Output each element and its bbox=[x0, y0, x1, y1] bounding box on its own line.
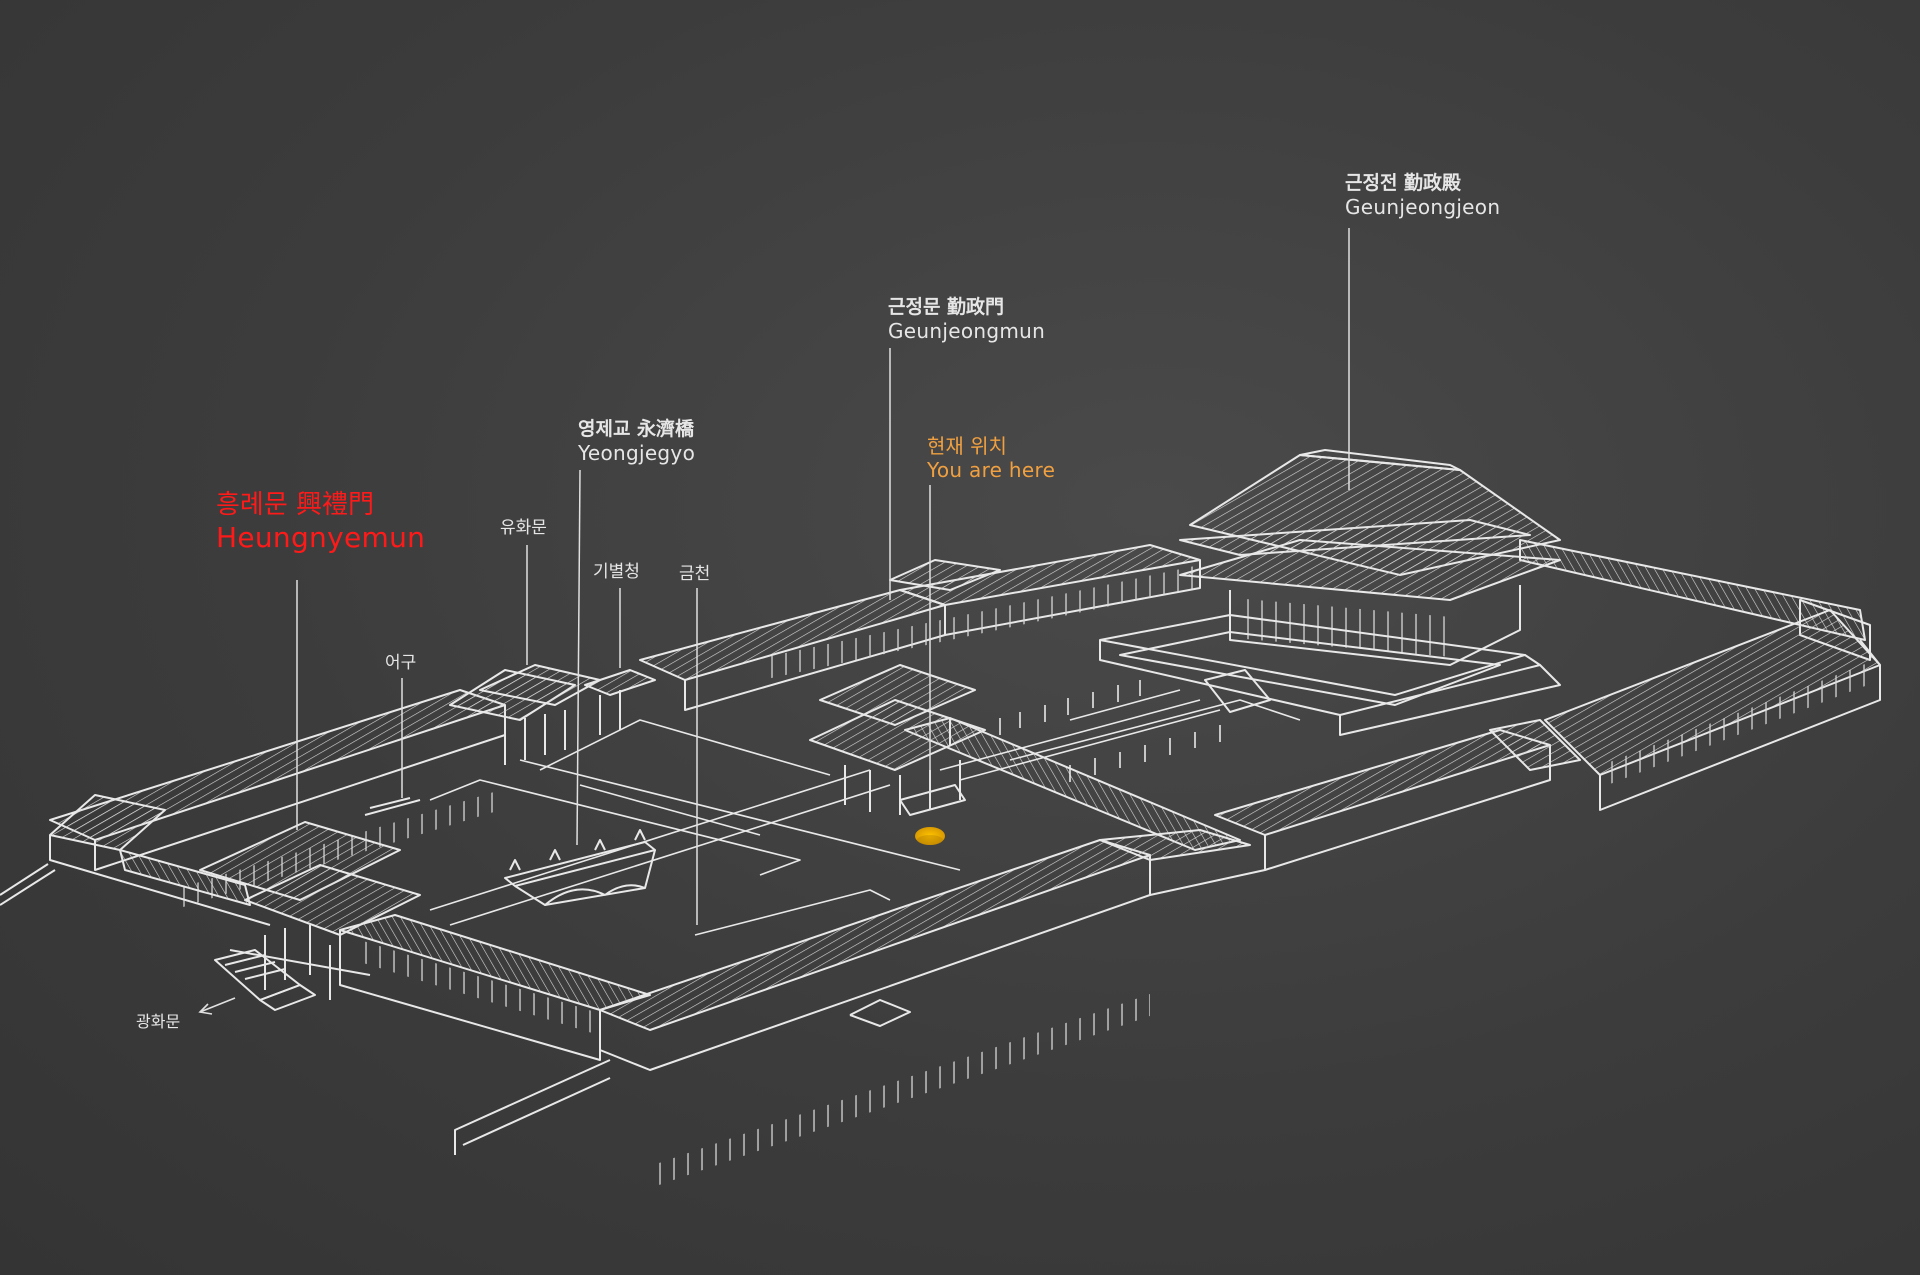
label-geumcheon: 금천 bbox=[679, 564, 710, 584]
corridor-west-wing bbox=[49, 794, 271, 926]
eogu-channel bbox=[364, 797, 421, 816]
leader-yeongjegyo bbox=[576, 469, 581, 846]
label-gwanghwamun-ko: 광화문 bbox=[136, 1012, 181, 1031]
current-location-marker bbox=[915, 827, 945, 845]
label-geunjeongmun-ko: 근정문 勤政門 bbox=[888, 296, 1005, 318]
corridor-east-front bbox=[599, 829, 1266, 1189]
geunjeongmun-building bbox=[809, 664, 986, 816]
rank-stones bbox=[999, 680, 1221, 782]
label-gwanghwamun: 광화문 bbox=[136, 1012, 180, 1031]
label-geumcheon-ko: 금천 bbox=[679, 564, 711, 584]
label-gibyeolcheong: 기별청 bbox=[593, 562, 640, 582]
label-current-location-ko: 현재 위치 bbox=[927, 434, 1007, 458]
label-eogu: 어구 bbox=[385, 653, 416, 673]
geunjeongjeon-building bbox=[1099, 449, 1561, 736]
label-heungnyemun-ko: 흥례문 興禮門 bbox=[216, 490, 375, 520]
yeongjegyo-bridge bbox=[504, 829, 656, 906]
label-geunjeongjeon-ko: 근정전 勤政殿 bbox=[1345, 172, 1462, 194]
label-geunjeongjeon: 근정전 勤政殿 Geunjeongjeon bbox=[1345, 172, 1500, 219]
label-current-location: 현재 위치 You are here bbox=[927, 434, 1055, 482]
label-yeongjegyo: 영제교 永濟橋 Yeongjegyo bbox=[578, 418, 695, 465]
yuhwamun-building bbox=[449, 664, 601, 765]
label-yeongjegyo-en: Yeongjegyo bbox=[578, 440, 696, 465]
label-yeongjegyo-ko: 영제교 永濟橋 bbox=[578, 418, 695, 440]
front-courtyard bbox=[429, 719, 961, 936]
label-geunjeongmun-en: Geunjeongmun bbox=[888, 318, 1046, 343]
label-heungnyemun: 흥례문 興禮門 Heungnyemun bbox=[216, 490, 425, 555]
label-geunjeongmun: 근정문 勤政門 Geunjeongmun bbox=[888, 296, 1045, 343]
label-gibyeolcheong-ko: 기별청 bbox=[593, 562, 640, 582]
corridor-north bbox=[639, 544, 1201, 711]
corridor-courtyard-south bbox=[1214, 719, 1581, 871]
label-yuhwamun: 유화문 bbox=[500, 518, 547, 538]
label-yuhwamun-ko: 유화문 bbox=[500, 518, 547, 538]
label-eogu-ko: 어구 bbox=[385, 653, 417, 673]
gwanghwamun-arrow bbox=[198, 997, 236, 1015]
label-current-location-en: You are here bbox=[927, 458, 1056, 482]
gibyeolcheong-building bbox=[584, 669, 656, 735]
heungnyemun-building bbox=[199, 821, 421, 1011]
ground-outline bbox=[0, 863, 911, 1155]
label-heungnyemun-en: Heungnyemun bbox=[216, 521, 426, 555]
main-courtyard bbox=[939, 689, 1301, 781]
corridor-courtyard-east bbox=[1544, 609, 1881, 811]
label-geunjeongjeon-en: Geunjeongjeon bbox=[1345, 194, 1501, 219]
corridor-south-front bbox=[339, 914, 651, 1061]
